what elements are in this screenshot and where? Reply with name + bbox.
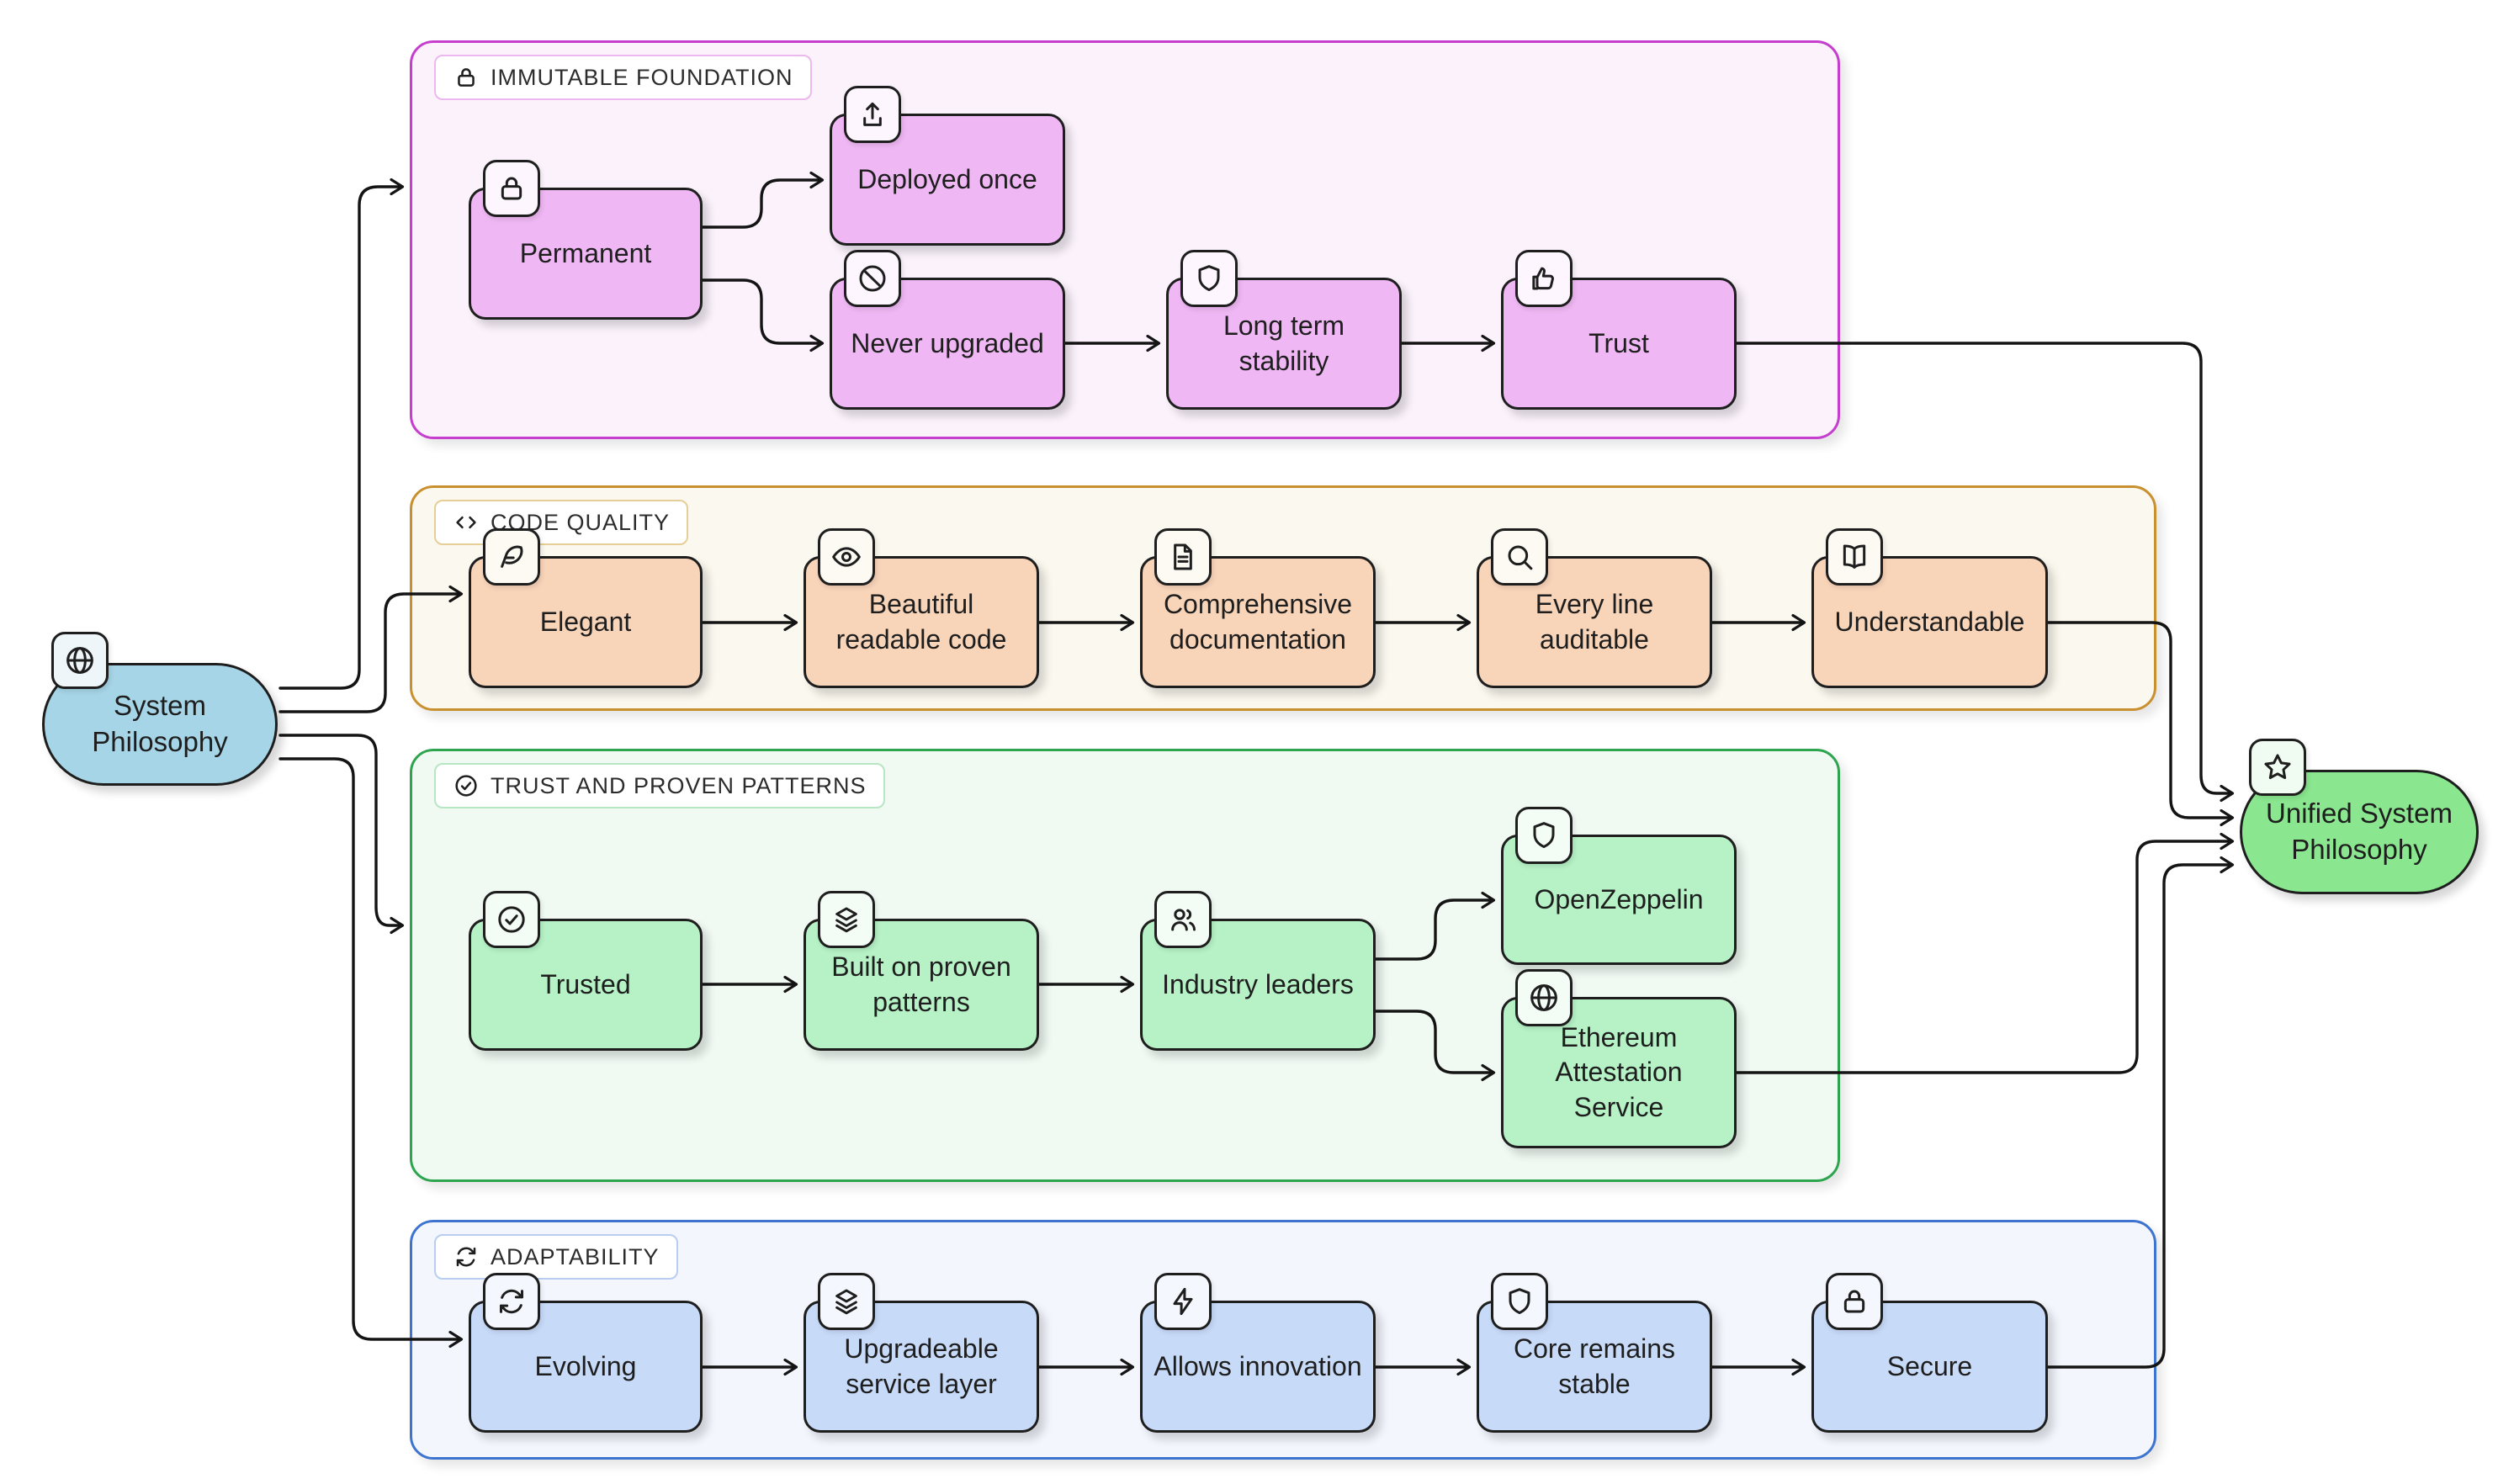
layers-icon bbox=[818, 891, 875, 948]
node-label: Industry leaders bbox=[1162, 968, 1354, 999]
check-circle-icon bbox=[483, 891, 540, 948]
node-label: Unified System Philosophy bbox=[2266, 798, 2453, 865]
node-comprehensive-documentation[interactable]: Comprehensive documentation bbox=[1140, 528, 1376, 688]
feather-icon bbox=[483, 528, 540, 586]
upload-icon bbox=[844, 86, 901, 143]
node-evolving[interactable]: Evolving bbox=[469, 1273, 703, 1433]
node-label: Long term stability bbox=[1223, 310, 1345, 376]
shield-icon bbox=[1180, 250, 1238, 307]
node-deployed-once[interactable]: Deployed once bbox=[830, 86, 1065, 246]
refresh-icon bbox=[453, 1243, 480, 1270]
node-label: Core remains stable bbox=[1513, 1333, 1676, 1399]
node-every-line-auditable[interactable]: Every line auditable bbox=[1477, 528, 1712, 688]
lock-icon bbox=[483, 160, 540, 217]
star-icon bbox=[2249, 739, 2306, 796]
search-icon bbox=[1491, 528, 1548, 586]
node-ethereum-attestation-service[interactable]: Ethereum Attestation Service bbox=[1501, 969, 1737, 1148]
eye-icon bbox=[818, 528, 875, 586]
node-beautiful-readable-code[interactable]: Beautiful readable code bbox=[804, 528, 1039, 688]
node-label: Upgradeable service layer bbox=[844, 1333, 999, 1399]
lock-icon bbox=[1826, 1273, 1883, 1330]
group-label-code-quality: CODE QUALITY bbox=[434, 500, 689, 545]
node-allows-innovation[interactable]: Allows innovation bbox=[1140, 1273, 1376, 1433]
node-label: Deployed once bbox=[857, 163, 1037, 194]
node-elegant[interactable]: Elegant bbox=[469, 528, 703, 688]
node-label: Never upgraded bbox=[851, 327, 1044, 358]
node-label: Evolving bbox=[534, 1350, 637, 1381]
node-label: Comprehensive documentation bbox=[1163, 588, 1353, 655]
file-text-icon bbox=[1154, 528, 1212, 586]
users-icon bbox=[1154, 891, 1212, 948]
node-label: Allows innovation bbox=[1154, 1350, 1362, 1381]
group-label-text: IMMUTABLE FOUNDATION bbox=[491, 64, 793, 90]
node-never-upgraded[interactable]: Never upgraded bbox=[830, 250, 1065, 410]
book-open-icon bbox=[1826, 528, 1883, 586]
node-label: Beautiful readable code bbox=[835, 588, 1007, 655]
node-understandable[interactable]: Understandable bbox=[1811, 528, 2048, 688]
group-label-immutable-foundation: IMMUTABLE FOUNDATION bbox=[434, 55, 812, 100]
node-built-on-proven-patterns[interactable]: Built on proven patterns bbox=[804, 891, 1039, 1051]
code-icon bbox=[453, 509, 480, 536]
node-openzeppelin[interactable]: OpenZeppelin bbox=[1501, 807, 1737, 965]
thumbs-up-icon bbox=[1515, 250, 1573, 307]
globe-icon bbox=[51, 632, 109, 689]
zap-icon bbox=[1154, 1273, 1212, 1330]
node-core-remains-stable[interactable]: Core remains stable bbox=[1477, 1273, 1712, 1433]
ban-icon bbox=[844, 250, 901, 307]
node-label: Ethereum Attestation Service bbox=[1555, 1021, 1683, 1122]
node-label: Built on proven patterns bbox=[831, 951, 1011, 1017]
node-label: Trusted bbox=[540, 968, 631, 999]
node-permanent[interactable]: Permanent bbox=[469, 160, 703, 320]
group-label-text: ADAPTABILITY bbox=[491, 1243, 660, 1269]
node-label: Elegant bbox=[539, 606, 632, 637]
node-label: Understandable bbox=[1834, 606, 2025, 637]
shield-icon bbox=[1515, 807, 1573, 864]
node-label: Secure bbox=[1886, 1350, 1973, 1381]
group-label-adaptability: ADAPTABILITY bbox=[434, 1234, 678, 1280]
node-trusted[interactable]: Trusted bbox=[469, 891, 703, 1051]
node-label: Permanent bbox=[519, 237, 652, 268]
node-secure[interactable]: Secure bbox=[1811, 1273, 2048, 1433]
node-upgradeable-service-layer[interactable]: Upgradeable service layer bbox=[804, 1273, 1039, 1433]
node-long-term-stability[interactable]: Long term stability bbox=[1166, 250, 1402, 410]
check-circle-icon bbox=[453, 772, 480, 799]
node-unified-system-philosophy[interactable]: Unified System Philosophy bbox=[2240, 739, 2479, 894]
layers-icon bbox=[818, 1273, 875, 1330]
node-label: Every line auditable bbox=[1535, 588, 1654, 655]
shield-icon bbox=[1491, 1273, 1548, 1330]
lock-icon bbox=[453, 64, 480, 91]
group-label-text: TRUST AND PROVEN PATTERNS bbox=[491, 772, 867, 798]
node-label: OpenZeppelin bbox=[1534, 883, 1704, 914]
node-trust[interactable]: Trust bbox=[1501, 250, 1737, 410]
node-label: System Philosophy bbox=[92, 690, 228, 757]
node-system-philosophy[interactable]: System Philosophy bbox=[42, 632, 278, 786]
globe-icon bbox=[1515, 969, 1573, 1026]
node-industry-leaders[interactable]: Industry leaders bbox=[1140, 891, 1376, 1051]
node-label: Trust bbox=[1588, 327, 1649, 358]
group-label-trust-and-proven-patterns: TRUST AND PROVEN PATTERNS bbox=[434, 763, 885, 808]
refresh-icon bbox=[483, 1273, 540, 1330]
